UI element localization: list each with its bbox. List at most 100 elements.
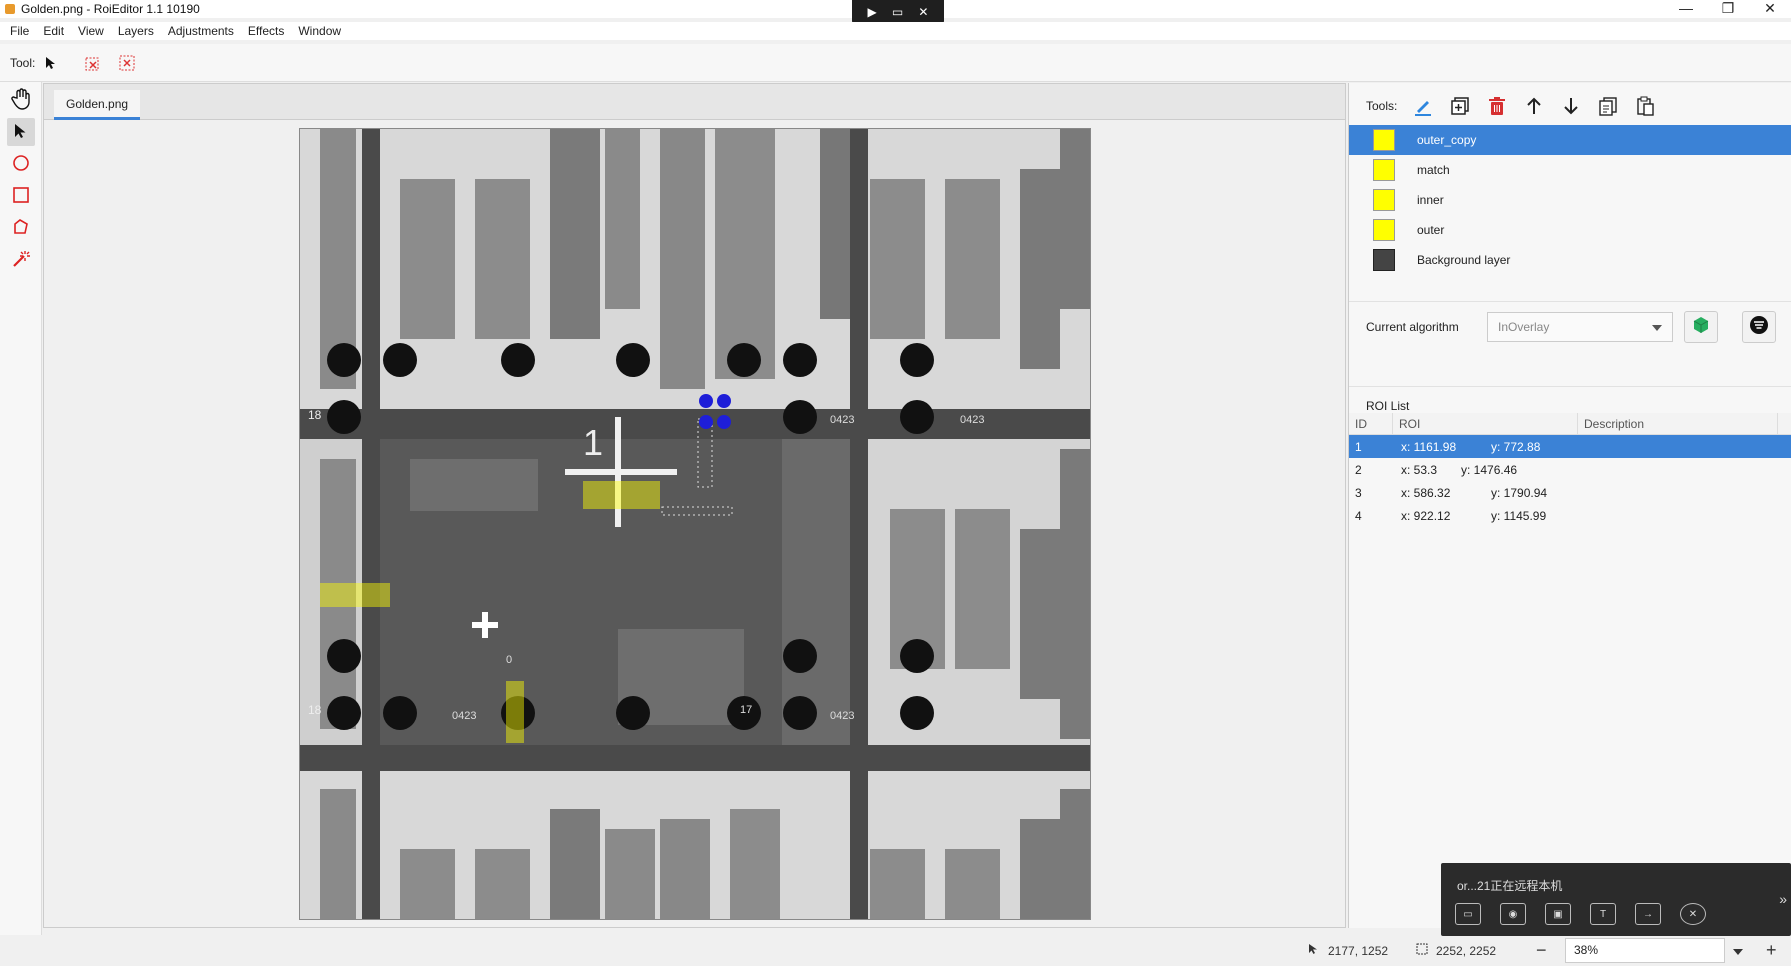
image-size-value: 2252, 2252	[1436, 943, 1497, 958]
column-description[interactable]: Description	[1578, 412, 1778, 435]
delete-selection-icon[interactable]	[117, 53, 137, 73]
menu-layers[interactable]: Layers	[117, 24, 154, 38]
image-label-0423-c: 0423	[830, 710, 854, 722]
transfer-folder-icon[interactable]: →	[1635, 903, 1661, 925]
window-controls: — ❐ ✕	[1665, 0, 1791, 18]
roi-y: y: 1790.94	[1491, 485, 1548, 500]
image-label-0423-b: 0423	[452, 710, 476, 722]
magic-wand-tool[interactable]	[7, 246, 35, 274]
remote-actions: ▭ ◉ ▣ T → ✕	[1455, 903, 1725, 925]
roi-outer	[506, 681, 524, 743]
layer-list: outer_copy match inner outer Background …	[1349, 125, 1791, 275]
polygon-icon	[12, 218, 30, 239]
toolbar: Tool:	[0, 44, 1791, 82]
cube-icon	[1692, 316, 1710, 337]
chat-icon[interactable]: ▭	[1455, 903, 1481, 925]
microphone-icon[interactable]: ◉	[1500, 903, 1526, 925]
polygon-tool[interactable]	[7, 214, 35, 242]
ellipse-tool[interactable]	[7, 150, 35, 178]
column-id[interactable]: ID	[1349, 412, 1393, 435]
remote-close-icon[interactable]: ✕	[918, 5, 929, 19]
roi-match	[583, 481, 660, 509]
roi-x: x: 53.3	[1401, 462, 1438, 477]
remote-control-bar: ▶ ▭ ✕	[852, 0, 944, 24]
image-label-18-top: 18	[308, 408, 322, 422]
tool-label: Tool:	[10, 55, 36, 70]
image-size: 2252, 2252	[1416, 943, 1496, 958]
maximize-button[interactable]: ❐	[1721, 0, 1735, 16]
roi-table-header: ID ROI Description	[1349, 412, 1791, 435]
delete-layer-icon[interactable]	[1486, 95, 1508, 117]
select-tool[interactable]	[7, 118, 35, 146]
menu-adjustments[interactable]: Adjustments	[167, 24, 234, 38]
algorithm-settings-button[interactable]	[1742, 310, 1776, 343]
zoom-input[interactable]: 38%	[1565, 938, 1725, 963]
pointer-icon	[14, 123, 28, 142]
layer-name: outer_copy	[1417, 133, 1477, 147]
image-canvas[interactable]: 1 18 18 0423 0423 0423 17 0	[299, 128, 1091, 920]
minimize-button[interactable]: —	[1679, 0, 1693, 16]
remote-screen-icon[interactable]: ▭	[891, 5, 904, 19]
menu-file[interactable]: File	[10, 24, 30, 38]
cursor-position-value: 2177, 1252	[1328, 943, 1389, 958]
roi-y: y: 1145.99	[1491, 508, 1547, 523]
roi-x: x: 586.32	[1401, 485, 1451, 500]
menu-effects[interactable]: Effects	[247, 24, 285, 38]
roi-y: y: 1476.46	[1461, 462, 1518, 477]
layer-swatch	[1373, 219, 1395, 241]
remote-play-icon[interactable]: ▶	[867, 5, 877, 19]
roi-list-title: ROI List	[1349, 386, 1791, 413]
wafer-image: 1 18 18 0423 0423 0423 17 0	[300, 129, 1090, 919]
text-icon[interactable]: T	[1590, 903, 1616, 925]
clear-selection-icon[interactable]	[83, 53, 103, 73]
edit-layer-icon[interactable]	[1412, 95, 1434, 117]
menu-window[interactable]: Window	[298, 24, 342, 38]
rectangle-icon	[12, 186, 30, 207]
menu-view[interactable]: View	[78, 24, 104, 38]
layer-swatch	[1373, 159, 1395, 181]
layer-item-outer-copy[interactable]: outer_copy	[1349, 125, 1791, 155]
image-label-1: 1	[583, 422, 603, 463]
algorithm-select[interactable]: InOverlay	[1487, 311, 1673, 342]
app-icon	[5, 4, 15, 14]
copy-layer-icon[interactable]	[1597, 95, 1619, 117]
status-bar: 2177, 1252 2252, 2252 − 38% +	[0, 935, 1791, 966]
roi-id: 2	[1355, 462, 1362, 477]
current-tool-pointer-icon	[41, 53, 61, 73]
move-layer-up-icon[interactable]	[1523, 95, 1545, 117]
image-label-17: 17	[740, 704, 752, 716]
paste-layer-icon[interactable]	[1634, 95, 1656, 117]
collapse-panel-icon[interactable]: »	[1779, 891, 1787, 907]
hand-icon	[11, 87, 31, 113]
pan-tool[interactable]	[7, 86, 35, 114]
layer-item-outer[interactable]: outer	[1349, 215, 1791, 245]
rectangle-tool[interactable]	[7, 182, 35, 210]
run-algorithm-button[interactable]	[1684, 310, 1718, 343]
zoom-dropdown-chevron-down-icon[interactable]	[1732, 948, 1744, 956]
layer-item-match[interactable]: match	[1349, 155, 1791, 185]
zoom-in-button[interactable]: +	[1766, 940, 1777, 960]
move-layer-down-icon[interactable]	[1560, 95, 1582, 117]
close-button[interactable]: ✕	[1764, 0, 1776, 16]
screen-share-icon[interactable]: ▣	[1545, 903, 1571, 925]
algorithm-label: Current algorithm	[1366, 319, 1459, 334]
image-label-0: 0	[506, 654, 512, 666]
filter-icon	[1749, 315, 1769, 338]
layer-item-background[interactable]: Background layer	[1349, 245, 1791, 275]
roi-id: 1	[1355, 439, 1362, 454]
roi-row[interactable]: 2 x: 53.3 y: 1476.46	[1349, 458, 1791, 481]
column-roi[interactable]: ROI	[1393, 412, 1578, 435]
canvas-area: Golden.png	[43, 83, 1346, 928]
menu-edit[interactable]: Edit	[43, 24, 65, 38]
selection-size-icon	[1416, 943, 1428, 958]
close-session-icon[interactable]: ✕	[1680, 903, 1706, 925]
layer-item-inner[interactable]: inner	[1349, 185, 1791, 215]
layer-name: match	[1417, 163, 1450, 177]
tab-golden-png[interactable]: Golden.png	[54, 90, 141, 120]
add-layer-icon[interactable]	[1449, 95, 1471, 117]
zoom-out-button[interactable]: −	[1536, 940, 1547, 960]
